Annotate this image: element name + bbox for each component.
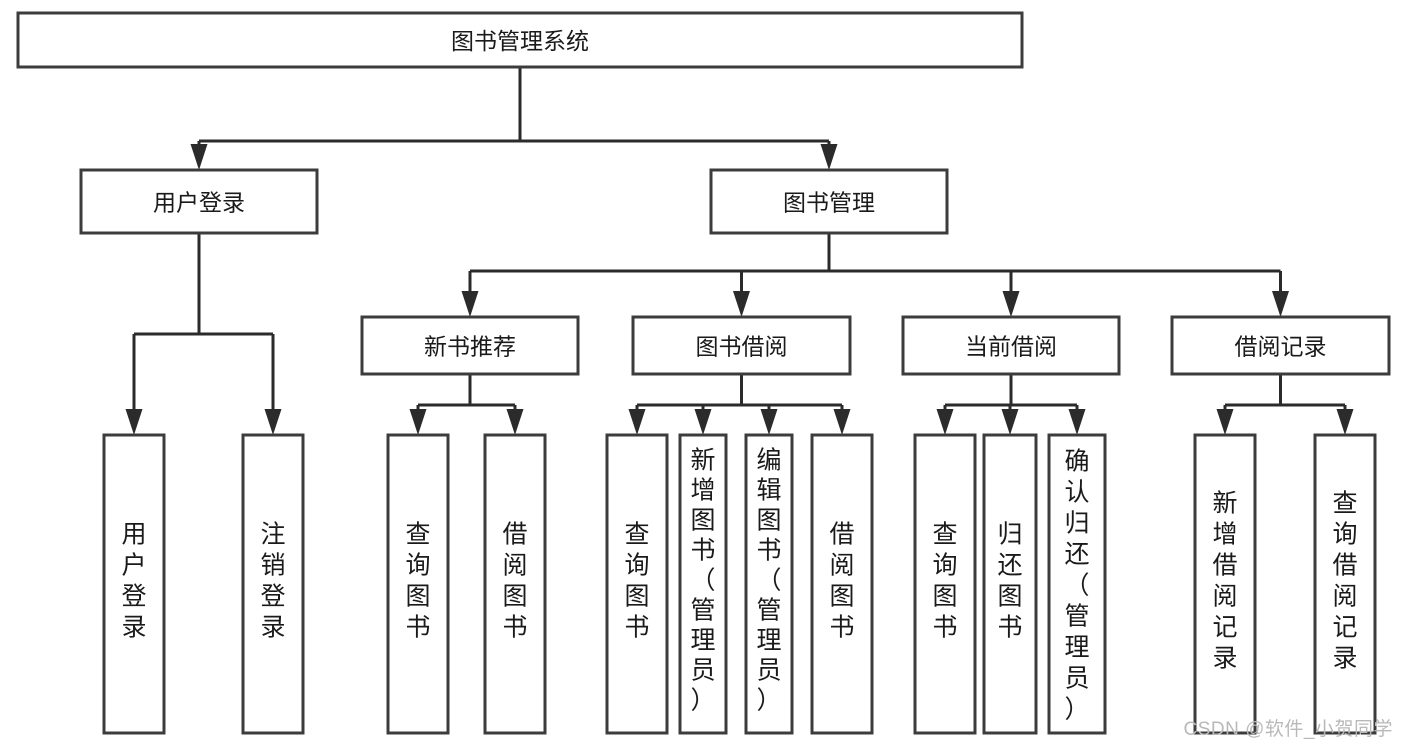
node-box (1313, 433, 1377, 735)
node-l-borrow-book-2[interactable]: 借阅图书 (810, 433, 874, 735)
node-l-user-logout[interactable]: 注销登录 (241, 433, 305, 735)
node-box (483, 433, 547, 735)
node-label: 用户登录 (153, 190, 245, 216)
node-box (678, 433, 728, 735)
node-label: 借阅图书 (502, 521, 527, 642)
node-l-q-book-3[interactable]: 查询图书 (913, 433, 977, 735)
node-box (631, 315, 852, 376)
node-label: 查询图书 (405, 521, 430, 642)
node-label: 编辑图书（管理员） (756, 447, 781, 715)
node-box (744, 433, 794, 735)
node-l-add-book[interactable]: 新增图书（管理员） (678, 433, 728, 735)
node-label: 查询借阅记录 (1332, 490, 1357, 673)
node-n-book-mgmt[interactable]: 图书管理 (709, 168, 949, 235)
node-label: 注销登录 (260, 521, 285, 642)
node-box (913, 433, 977, 735)
node-box (1193, 433, 1257, 735)
node-n-borrow-record[interactable]: 借阅记录 (1170, 315, 1391, 376)
node-n-current-borrow[interactable]: 当前借阅 (901, 315, 1121, 376)
node-n-user-login[interactable]: 用户登录 (79, 168, 319, 235)
node-box (241, 433, 305, 735)
node-l-edit-book[interactable]: 编辑图书（管理员） (744, 433, 794, 735)
node-box (102, 433, 166, 735)
node-label: 借阅记录 (1235, 334, 1327, 360)
node-label: 新书推荐 (424, 334, 516, 360)
node-box (386, 433, 450, 735)
node-label: 查询图书 (624, 521, 649, 642)
node-label: 归还图书 (997, 521, 1022, 642)
node-l-add-record[interactable]: 新增借阅记录 (1193, 433, 1257, 735)
node-box (1047, 433, 1107, 735)
node-label: 图书借阅 (696, 334, 788, 360)
node-root[interactable]: 图书管理系统 (16, 11, 1024, 69)
connector-layer (125, 67, 1354, 435)
node-label: 查询图书 (932, 521, 957, 642)
node-l-q-book-1[interactable]: 查询图书 (386, 433, 450, 735)
node-box (709, 168, 949, 235)
node-box (360, 315, 580, 376)
node-layer: 图书管理系统用户登录图书管理新书推荐图书借阅当前借阅借阅记录用户登录注销登录查询… (16, 11, 1391, 735)
node-l-q-book-2[interactable]: 查询图书 (605, 433, 669, 735)
node-l-borrow-book-1[interactable]: 借阅图书 (483, 433, 547, 735)
node-label: 图书管理 (783, 190, 875, 216)
node-label: 用户登录 (121, 521, 146, 642)
node-l-query-record[interactable]: 查询借阅记录 (1313, 433, 1377, 735)
node-box (1170, 315, 1391, 376)
node-box (605, 433, 669, 735)
node-l-user-login[interactable]: 用户登录 (102, 433, 166, 735)
node-box (16, 11, 1024, 69)
node-l-confirm-return[interactable]: 确认归还（管理员） (1047, 433, 1107, 735)
node-label: 图书管理系统 (451, 28, 589, 54)
node-box (901, 315, 1121, 376)
node-l-return-book[interactable]: 归还图书 (982, 433, 1038, 735)
node-label: 新增图书（管理员） (690, 447, 715, 715)
node-box (810, 433, 874, 735)
node-label: 借阅图书 (829, 521, 854, 642)
node-label: 当前借阅 (965, 334, 1057, 360)
node-label: 确认归还（管理员） (1064, 448, 1089, 724)
node-box (79, 168, 319, 235)
node-n-book-borrow[interactable]: 图书借阅 (631, 315, 852, 376)
node-box (982, 433, 1038, 735)
node-label: 新增借阅记录 (1212, 490, 1237, 673)
node-n-new-book-rec[interactable]: 新书推荐 (360, 315, 580, 376)
